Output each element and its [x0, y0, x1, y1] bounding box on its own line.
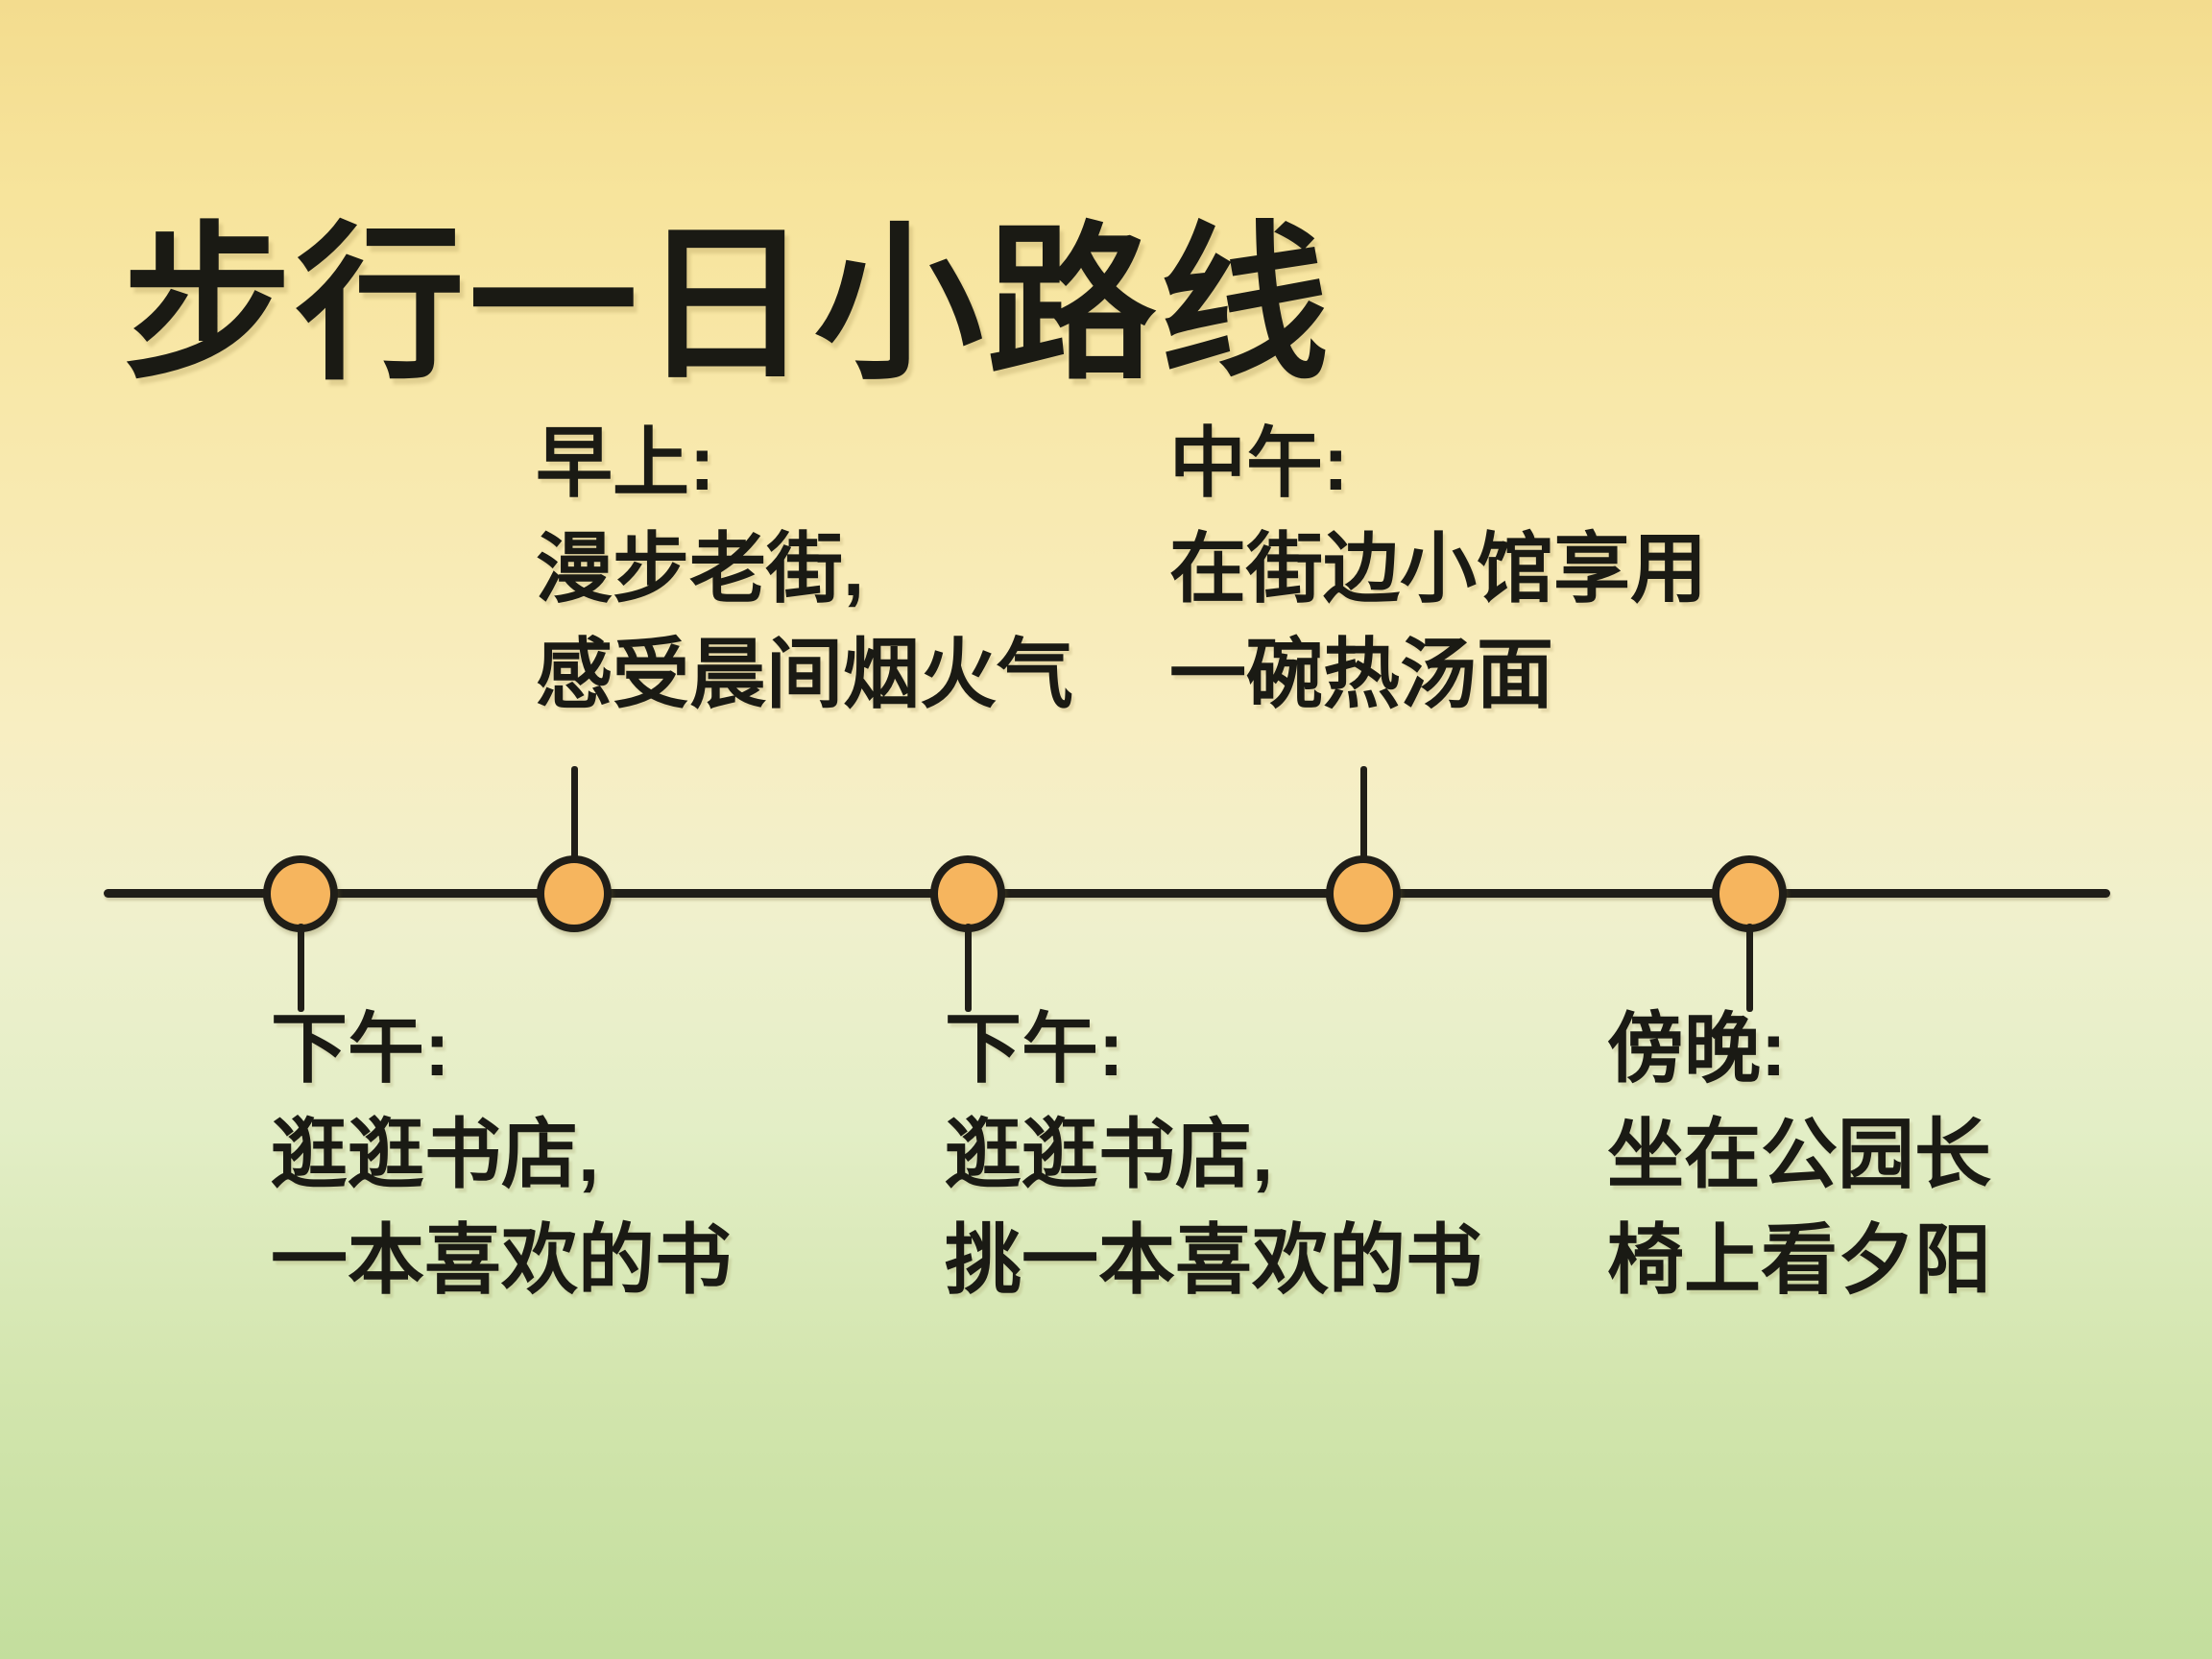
event-label-line: 漫步老街, — [536, 526, 865, 612]
event-label-line: 坐在公园长 — [1607, 1112, 1991, 1197]
connector-line — [298, 924, 304, 1012]
event-label-line: 椅上看夕阳 — [1607, 1217, 1991, 1303]
timeline-node-icon — [930, 855, 1005, 932]
event-label-line: 早上: — [536, 421, 715, 506]
event-label-noon: 中午: 在街边小馆享用 一碗热汤面 — [1169, 411, 1707, 728]
event-label-line: 感受晨间烟火气 — [536, 632, 1073, 717]
event-label-morning: 早上: 漫步老街, 感受晨间烟火气 — [536, 411, 1073, 728]
event-label-afternoon-2: 下午: 逛逛书店, 挑一本喜欢的书 — [945, 997, 1482, 1313]
timeline-node-icon — [263, 855, 338, 932]
event-label-line: 一碗热汤面 — [1169, 632, 1553, 717]
connector-line — [1746, 924, 1753, 1012]
event-label-line: 下午: — [271, 1006, 450, 1092]
event-label-line: 逛逛书店, — [271, 1112, 600, 1197]
timeline-node-icon — [537, 855, 612, 932]
connector-line — [571, 766, 578, 860]
event-label-line: 下午: — [945, 1006, 1124, 1092]
connector-line — [965, 924, 972, 1012]
timeline-axis-line — [104, 889, 2110, 898]
page-title: 步行一日小路线 — [123, 210, 1334, 399]
timeline-node-icon — [1326, 855, 1401, 932]
event-label-evening: 傍晚: 坐在公园长 椅上看夕阳 — [1607, 997, 1991, 1313]
connector-line — [1360, 766, 1367, 860]
event-label-afternoon-1: 下午: 逛逛书店, 一本喜欢的书 — [271, 997, 732, 1313]
event-label-line: 在街边小馆享用 — [1169, 526, 1707, 612]
event-label-line: 傍晚: — [1607, 1006, 1787, 1092]
event-label-line: 中午: — [1169, 421, 1349, 506]
timeline-node-icon — [1712, 855, 1787, 932]
event-label-line: 一本喜欢的书 — [271, 1217, 732, 1303]
event-label-line: 逛逛书店, — [945, 1112, 1274, 1197]
event-label-line: 挑一本喜欢的书 — [945, 1217, 1482, 1303]
